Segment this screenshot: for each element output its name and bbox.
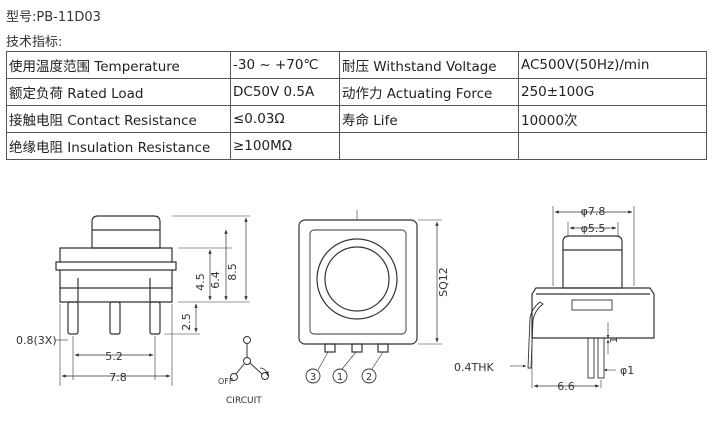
- dim-pin-pitch: 5.2: [105, 350, 123, 363]
- spec-label: 额定负荷 Rated Load: [6, 78, 231, 106]
- circuit-label: CIRCUIT: [226, 396, 262, 406]
- dim-square-size: SQ12: [437, 267, 450, 297]
- dim-height-mid: 6.4: [209, 271, 222, 289]
- dim-terminal-thickness: 0.4THK: [454, 361, 494, 374]
- dim-pin-length: 2.5: [180, 313, 193, 331]
- spec-value: 250±100G: [518, 78, 707, 106]
- tech-specs-heading: 技术指标:: [6, 35, 63, 50]
- model-number: 型号:PB-11D03: [6, 10, 101, 25]
- specs-table: 使用温度范围 Temperature -30 ~ +70℃ 耐压 Withsta…: [6, 51, 707, 160]
- table-row: 使用温度范围 Temperature -30 ~ +70℃ 耐压 Withsta…: [6, 51, 707, 79]
- dim-side-inner-width: φ5.5: [581, 222, 606, 235]
- dim-pin-spacing: 1: [609, 337, 620, 343]
- table-row: 额定负荷 Rated Load DC50V 0.5A 动作力 Actuating…: [6, 78, 707, 106]
- dim-height-body: 4.5: [194, 273, 207, 291]
- dim-pin-diameter: φ1: [620, 364, 634, 377]
- spec-label: [339, 132, 519, 160]
- spec-value: [518, 132, 707, 160]
- circuit-symbol: [230, 336, 269, 381]
- spec-label: 动作力 Actuating Force: [339, 78, 519, 106]
- spec-label: 使用温度范围 Temperature: [6, 51, 231, 79]
- spec-value: ≥100MΩ: [230, 132, 340, 160]
- spec-value: -30 ~ +70℃: [230, 51, 340, 79]
- side-view: [510, 206, 655, 388]
- dim-front-width: 7.8: [109, 371, 127, 384]
- dim-side-bottom-width: 6.6: [557, 380, 575, 393]
- dim-side-top-width: φ7.8: [581, 205, 606, 218]
- technical-drawing: 8.5 6.4 4.5 2.5 0.8(3X) 5.2 7.8 OFF CIRC…: [16, 205, 655, 406]
- table-row: 接触电阻 Contact Resistance ≤0.03Ω 寿命 Life 1…: [6, 105, 707, 133]
- spec-value: AC500V(50Hz)/min: [518, 51, 707, 79]
- table-row: 绝缘电阻 Insulation Resistance ≥100MΩ: [6, 132, 707, 160]
- spec-value: 10000次: [518, 105, 707, 133]
- spec-label: 接触电阻 Contact Resistance: [6, 105, 231, 133]
- pin-2-label: 2: [366, 372, 372, 383]
- dim-height-total: 8.5: [226, 263, 239, 281]
- circuit-off-label: OFF: [218, 377, 234, 386]
- front-view: [55, 215, 250, 386]
- spec-label: 寿命 Life: [339, 105, 519, 133]
- pin-3-label: 3: [310, 372, 316, 383]
- pin-1-label: 1: [337, 372, 343, 383]
- spec-label: 绝缘电阻 Insulation Resistance: [6, 132, 231, 160]
- spec-value: ≤0.03Ω: [230, 105, 340, 133]
- spec-value: DC50V 0.5A: [230, 78, 340, 106]
- spec-label: 耐压 Withstand Voltage: [339, 51, 519, 79]
- top-view: [298, 210, 442, 384]
- dim-pin-thickness: 0.8(3X): [16, 334, 57, 347]
